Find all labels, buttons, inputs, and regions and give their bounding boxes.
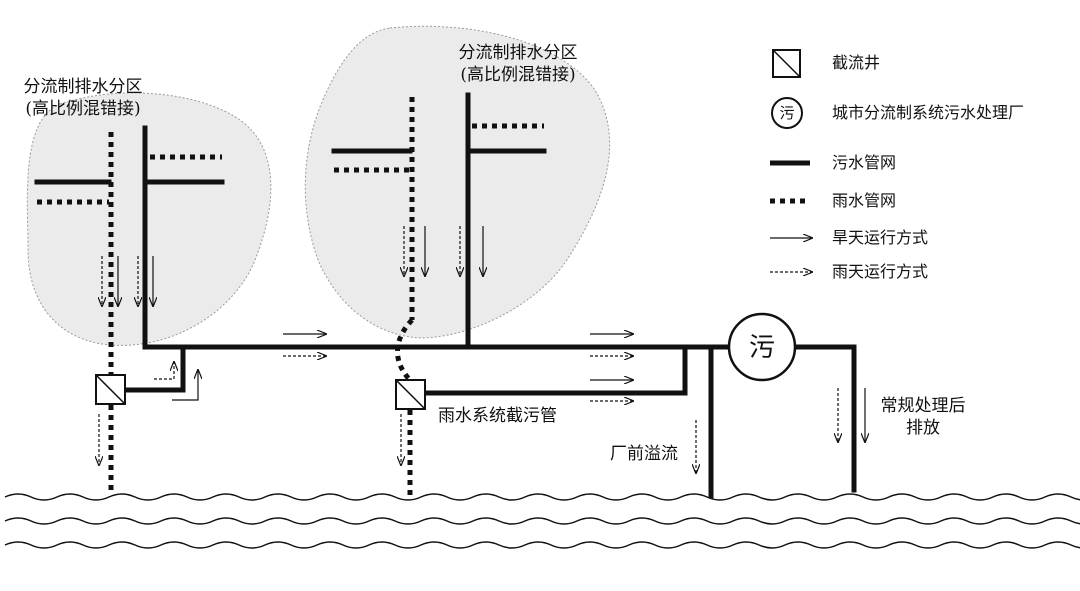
legend-sewage-label: 污水管网 — [832, 153, 897, 172]
zone-left-label-line1: 分流制排水分区 — [23, 77, 143, 97]
legend-well-icon — [772, 49, 801, 78]
legend-plant-symbol: 污 — [779, 104, 795, 122]
zone-left-label: 分流制排水分区 (高比例混错接) — [8, 76, 158, 120]
legend-wet-label: 雨天运行方式 — [832, 262, 929, 281]
zone-middle-area — [304, 25, 611, 339]
legend-rain-label: 雨水管网 — [832, 191, 897, 210]
legend-well-label: 截流井 — [832, 53, 881, 72]
sewage-network — [34, 92, 857, 499]
legend-plant-label: 城市分流制系统污水处理厂 — [832, 103, 1025, 122]
interception-well-middle — [395, 379, 426, 410]
zone-left-label-line2: (高比例混错接) — [25, 99, 141, 119]
legend-plant-icon — [771, 97, 803, 129]
zone-middle-label-line2: (高比例混错接) — [460, 65, 576, 85]
treatment-plant-symbol: 污 — [748, 333, 775, 363]
discharge-label-line1: 常规处理后 — [880, 396, 966, 416]
interceptor-pipe-label: 雨水系统截污管 — [438, 406, 557, 426]
zone-left-area — [26, 92, 272, 346]
overflow-label: 厂前溢流 — [610, 444, 678, 464]
interception-well-left — [95, 374, 126, 405]
zone-middle-label: 分流制排水分区 (高比例混错接) — [443, 42, 593, 86]
zone-middle-label-line1: 分流制排水分区 — [458, 43, 578, 63]
rain-network — [37, 97, 544, 498]
legend-dry-label: 旱天运行方式 — [832, 228, 929, 247]
wet-weather-arrows — [99, 226, 838, 473]
discharge-label: 常规处理后 排放 — [868, 395, 978, 439]
treatment-plant-circle — [727, 312, 797, 382]
discharge-label-line2: 排放 — [906, 418, 940, 438]
water-waves — [4, 493, 1080, 549]
dry-weather-arrows — [118, 226, 865, 442]
